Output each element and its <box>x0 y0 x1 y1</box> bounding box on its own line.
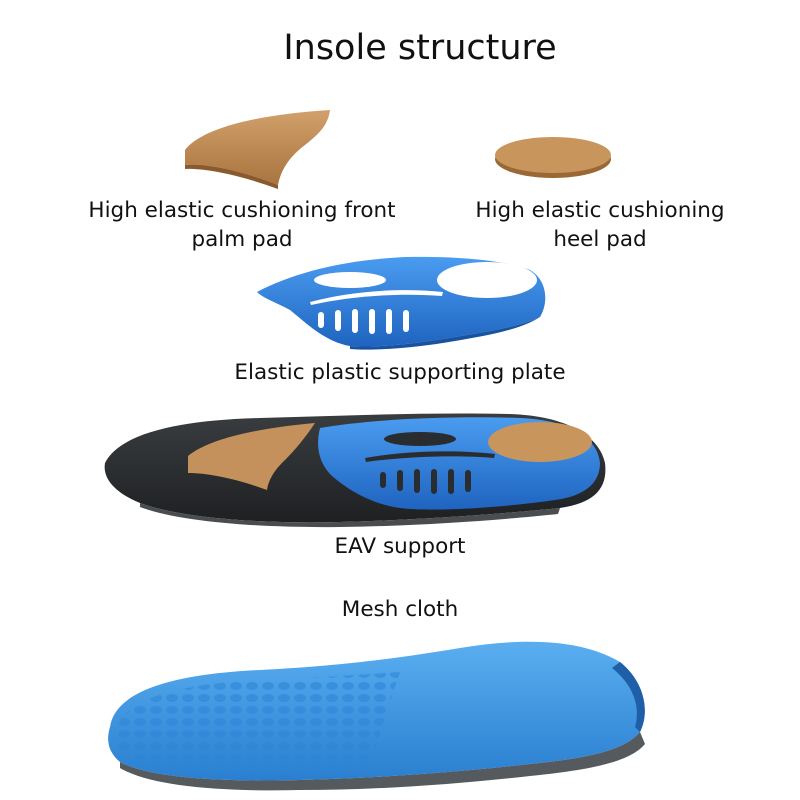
mesh-cloth-label: Mesh cloth <box>341 597 459 622</box>
front-palm-pad-image <box>185 110 330 189</box>
front-palm-pad-label: High elastic cushioning front palm pad <box>62 196 422 254</box>
eav-support-label: EAV support <box>334 534 466 559</box>
heel-pad-label-line2: heel pad <box>553 227 647 252</box>
page-title: Insole structure <box>283 28 557 68</box>
heel-pad-label-line1: High elastic cushioning <box>475 198 725 223</box>
heel-pad-image <box>495 137 611 178</box>
front-pad-label-line1: High elastic cushioning front <box>88 198 396 223</box>
mesh-cloth-image <box>108 641 645 791</box>
front-pad-label-line2: palm pad <box>191 227 293 252</box>
supporting-plate-image <box>257 256 546 350</box>
eav-support-image <box>104 413 606 528</box>
supporting-plate-label: Elastic plastic supporting plate <box>234 360 566 385</box>
heel-pad-label: High elastic cushioning heel pad <box>450 196 750 254</box>
